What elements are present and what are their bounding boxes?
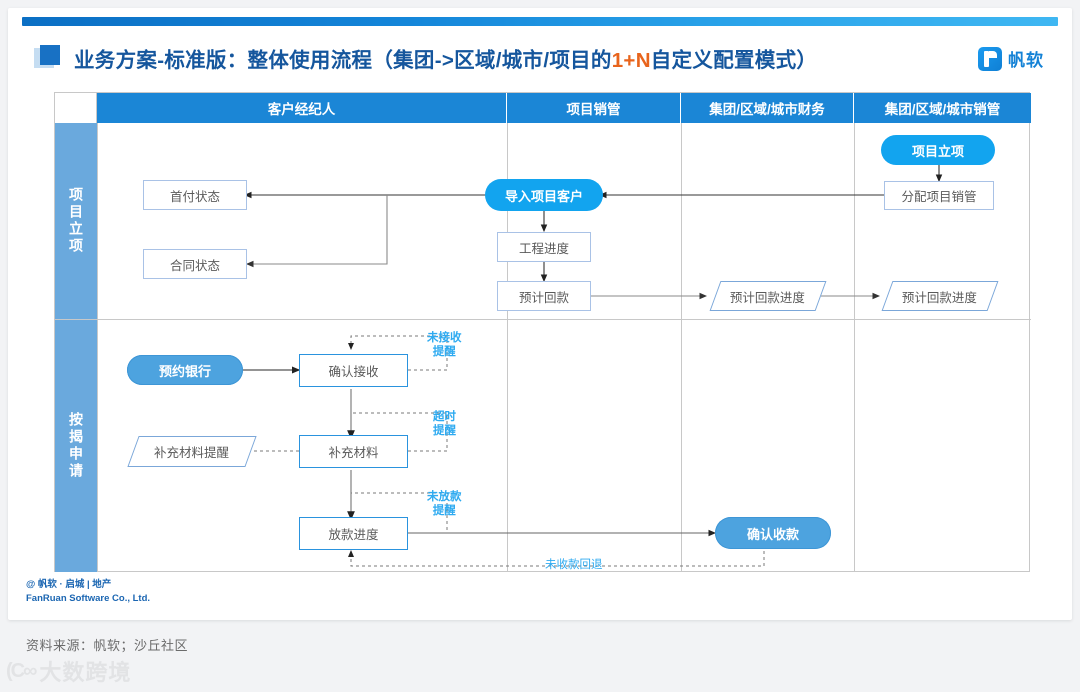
node-supplement-material[interactable]: 补充材料 <box>299 435 408 468</box>
title-highlight: 1+N <box>611 49 651 72</box>
node-expected-payment-progress-sales[interactable]: 预计回款进度 <box>881 281 999 311</box>
table-header-sales: 项目销管 <box>507 93 681 123</box>
slide-card: 业务方案-标准版：整体使用流程（集团->区域/城市/项目的1+N自定义配置模式）… <box>8 8 1072 620</box>
divider-col-4 <box>854 123 855 572</box>
row-label-project-initiation: 项目立项 <box>55 123 97 319</box>
node-confirm-collection[interactable]: 确认收款 <box>715 517 831 549</box>
card-footer-line-2: FanRuan Software Co., Ltd. <box>26 592 151 604</box>
title-suffix: 自定义配置模式） <box>650 49 818 72</box>
watermark-text: 大数跨境 <box>39 660 132 685</box>
node-label: 预计回款进度 <box>902 290 978 305</box>
note-timeout-reminder: 超时 提醒 <box>433 410 456 439</box>
node-label: 预计回款进度 <box>730 290 806 305</box>
card-footer: @ 帆软 · 启城 | 地产 FanRuan Software Co., Ltd… <box>26 578 150 607</box>
node-supplement-material-reminder[interactable]: 补充材料提醒 <box>127 436 257 467</box>
watermark-logo-icon: (C∞ <box>6 659 37 682</box>
page-title: 业务方案-标准版：整体使用流程（集团->区域/城市/项目的1+N自定义配置模式） <box>74 40 817 82</box>
note-not-disbursed-reminder: 未放款 提醒 <box>427 490 462 519</box>
title-row: 业务方案-标准版：整体使用流程（集团->区域/城市/项目的1+N自定义配置模式）… <box>28 40 1052 82</box>
note-line-1: 超时 <box>433 411 456 423</box>
row-label-mortgage-application: 按揭申请 <box>55 319 97 572</box>
note-not-received-reminder: 未接收 提醒 <box>427 331 462 360</box>
top-accent-bar <box>22 17 1058 26</box>
node-project-initiation[interactable]: 项目立项 <box>881 135 995 165</box>
brand: 帆软 <box>978 46 1044 71</box>
note-line-1: 未放款 <box>427 491 462 503</box>
table-header-group-sales: 集团/区域/城市销管 <box>854 93 1031 123</box>
table-header-corner <box>55 93 97 123</box>
flow-connectors <box>234 165 943 567</box>
node-book-bank[interactable]: 预约银行 <box>127 355 243 385</box>
node-first-payment-status[interactable]: 首付状态 <box>143 180 247 210</box>
title-square-icon <box>34 45 60 71</box>
swimlane-table: 客户经纪人 项目销管 集团/区域/城市财务 集团/区域/城市销管 项目立项 按揭… <box>54 92 1031 572</box>
note-line-2: 提醒 <box>432 346 456 359</box>
note-line-2: 提醒 <box>433 425 456 438</box>
watermark: (C∞ 大数跨境 <box>6 655 131 687</box>
note-unpaid-rollback: 未收款回退 <box>545 559 603 571</box>
node-assign-project-sales[interactable]: 分配项目销管 <box>884 181 994 210</box>
divider-row-1 <box>55 319 1031 320</box>
note-line-1: 未接收 <box>427 332 462 344</box>
table-header-finance: 集团/区域/城市财务 <box>681 93 854 123</box>
brand-name: 帆软 <box>1008 51 1044 70</box>
node-project-progress[interactable]: 工程进度 <box>497 232 591 262</box>
node-disbursement-progress[interactable]: 放款进度 <box>299 517 408 550</box>
node-contract-status[interactable]: 合同状态 <box>143 249 247 279</box>
node-expected-payment-progress-finance[interactable]: 预计回款进度 <box>709 281 827 311</box>
node-import-project-customer[interactable]: 导入项目客户 <box>485 179 603 211</box>
node-label: 补充材料提醒 <box>154 446 230 460</box>
card-footer-line-1: @ 帆软 · 启城 | 地产 <box>26 578 112 590</box>
table-header-agent: 客户经纪人 <box>97 93 507 123</box>
node-confirm-receipt[interactable]: 确认接收 <box>299 354 408 387</box>
title-prefix: 业务方案-标准版：整体使用流程（集团->区域/城市/项目的 <box>74 49 612 72</box>
divider-col-2 <box>507 123 508 572</box>
source-text: 资料来源：帆软；沙丘社区 <box>26 638 189 653</box>
note-line-2: 提醒 <box>432 505 456 518</box>
divider-col-1 <box>97 123 98 572</box>
node-expected-payment[interactable]: 预计回款 <box>497 281 591 311</box>
divider-col-3 <box>681 123 682 572</box>
fanruan-logo-icon <box>978 46 1002 71</box>
